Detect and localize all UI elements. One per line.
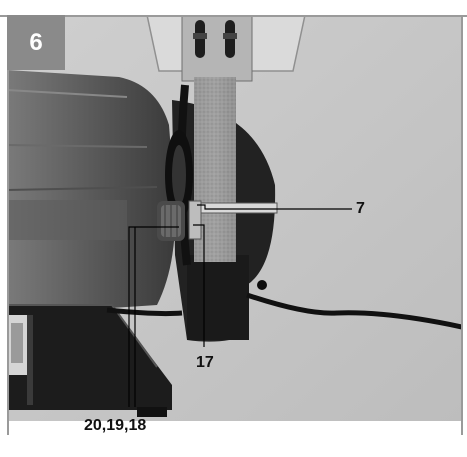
eye-shield [146, 15, 306, 82]
callout-tool-rest: 7 [356, 200, 365, 217]
shaft-flange [165, 130, 193, 220]
leader-lines [128, 204, 352, 407]
tool-rest [188, 200, 278, 240]
left-border [7, 15, 9, 435]
adjustment-knob [157, 201, 185, 241]
callout-17: 17 [196, 354, 214, 371]
bench-grinder-photo [7, 15, 462, 421]
top-border [0, 15, 467, 17]
grinding-wheel [177, 77, 236, 266]
figure-number: 6 [29, 28, 43, 56]
right-border [461, 15, 463, 435]
base-foot [137, 407, 167, 417]
figure-number-badge: 6 [7, 15, 65, 70]
grinder-base [7, 304, 172, 410]
callout-20-19-18: 20,19,18 [84, 417, 147, 434]
power-cable [106, 292, 462, 330]
motor-housing [7, 70, 176, 315]
